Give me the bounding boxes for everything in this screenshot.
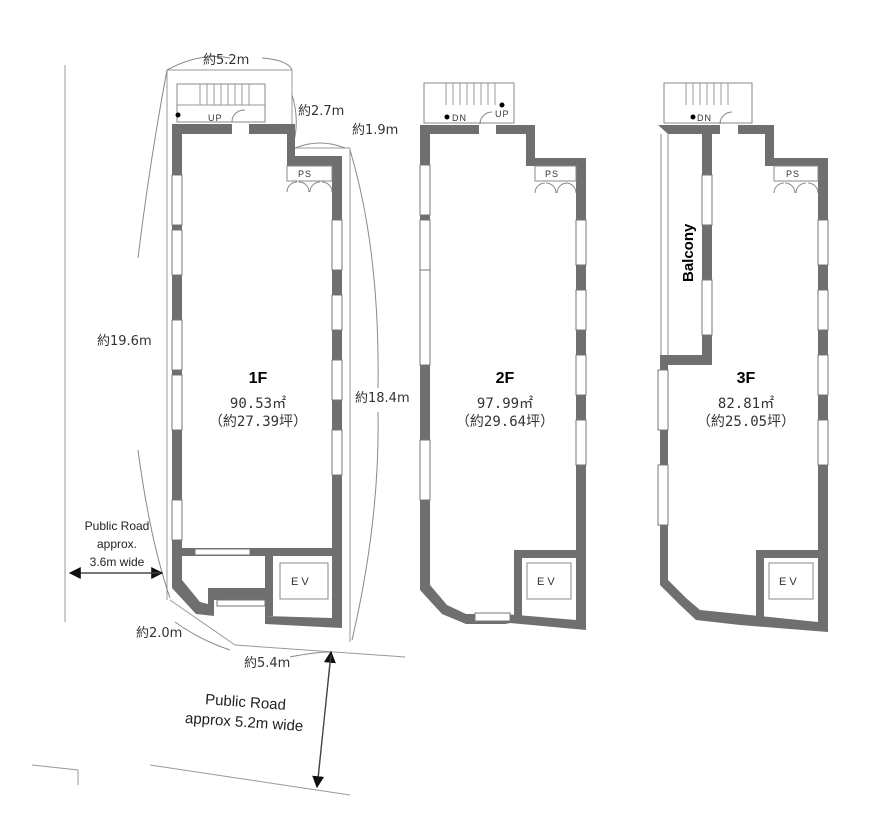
ps-box-3f	[773, 165, 819, 182]
balcony-label: Balcony	[680, 223, 697, 282]
svg-text:DN: DN	[452, 113, 467, 123]
stair-2f: DN UP	[423, 82, 515, 125]
front-road-arrow-down-icon	[312, 654, 332, 789]
floor-plan-1f: UP PS EV 1F 90.53㎡ （約27.39坪）	[171, 83, 343, 628]
elevator-3f	[768, 562, 814, 600]
svg-text:DN: DN	[697, 113, 712, 123]
site-boundary	[31, 56, 406, 796]
dim-front-width: 約5.4m	[244, 656, 290, 671]
svg-text:EV: EV	[779, 576, 800, 588]
svg-text:approx.: approx.	[97, 537, 137, 551]
floor-plan-3f: DN Balcony PS EV 3F 82.81㎡ （約25.05坪）	[657, 82, 829, 632]
front-road-edge	[234, 644, 406, 658]
stair-3f: DN	[663, 82, 753, 125]
elevator-2f	[526, 562, 572, 600]
area-tsubo-3f: （約25.05坪）	[697, 414, 795, 430]
svg-text:Public Road: Public Road	[85, 519, 150, 533]
dim-right-length: 約18.4m	[355, 391, 410, 406]
front-road-far-edge	[149, 764, 351, 796]
ps-box-2f	[534, 165, 577, 182]
svg-text:EV: EV	[537, 576, 558, 588]
floor-plan-2f: DN UP PS EV 2F 97.99㎡ （約29.64坪）	[419, 82, 587, 630]
svg-text:UP: UP	[208, 113, 223, 123]
svg-text:PS: PS	[786, 169, 800, 179]
svg-text:EV: EV	[291, 576, 312, 588]
dim-ps-offset: 約1.9m	[352, 123, 398, 138]
dim-stair-offset: 約2.7m	[298, 104, 344, 119]
floor-label-1f: 1F	[249, 370, 268, 387]
lot-corner-cut	[169, 599, 236, 646]
stair-1f: UP	[175, 83, 266, 123]
area-tsubo-2f: （約29.64坪）	[456, 414, 554, 430]
area-sqm-1f: 90.53㎡	[230, 396, 286, 412]
dim-corner-cut: 約2.0m	[136, 626, 182, 641]
dim-left-length: 約19.6m	[97, 334, 152, 349]
side-road-label: Public Road approx. 3.6m wide	[68, 519, 164, 579]
dim-top-width: 約5.2m	[203, 53, 249, 68]
svg-text:PS: PS	[545, 169, 559, 179]
floor-label-2f: 2F	[496, 370, 515, 387]
area-tsubo-1f: （約27.39坪）	[209, 414, 307, 430]
door-1f	[232, 123, 249, 134]
area-sqm-2f: 97.99㎡	[477, 396, 533, 412]
area-sqm-3f: 82.81㎡	[718, 396, 774, 412]
elevator-1f	[279, 562, 329, 600]
ps-box-1f	[286, 165, 333, 182]
front-road-label: Public Road approx 5.2m wide	[184, 691, 303, 735]
svg-text:UP: UP	[495, 109, 510, 119]
svg-text:Public Road: Public Road	[205, 691, 287, 714]
floor-label-3f: 3F	[737, 370, 756, 387]
svg-text:3.6m wide: 3.6m wide	[90, 555, 145, 569]
front-road-corner	[31, 764, 79, 785]
svg-text:approx 5.2m wide: approx 5.2m wide	[184, 710, 303, 735]
svg-text:PS: PS	[298, 169, 312, 179]
